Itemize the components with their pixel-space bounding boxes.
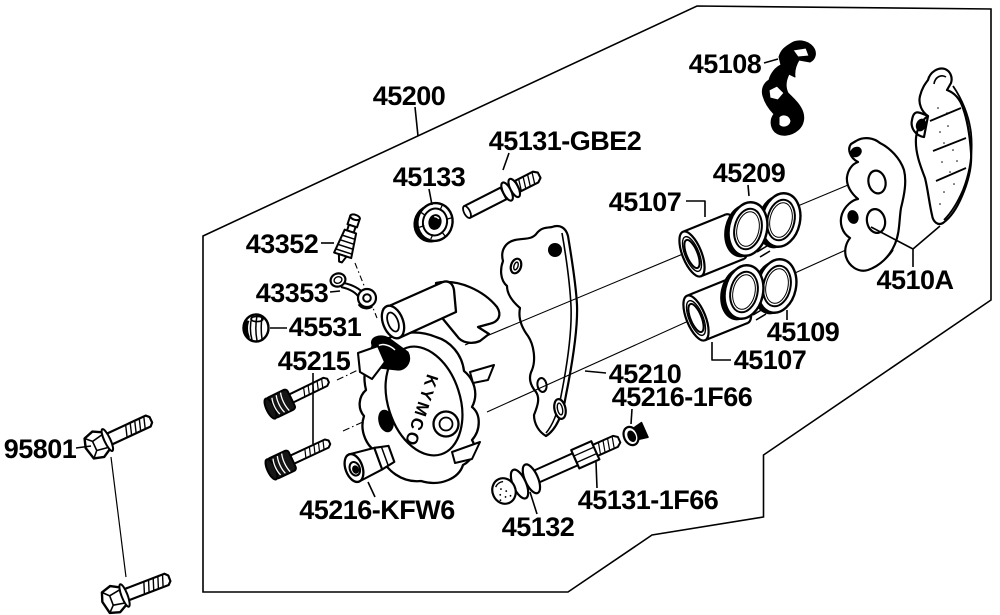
part-label-43352[interactable]: 43352	[246, 229, 319, 259]
part-label-45107-top[interactable]: 45107	[609, 187, 682, 217]
slide-pin-45215-upper	[263, 376, 330, 420]
cap-nut-45531	[242, 313, 270, 343]
flange-bolt-95801-lower	[100, 572, 172, 615]
bleed-valve-43352	[333, 213, 361, 264]
part-labels: 45200 45108 45131-GBE2 45133 43352 43353…	[4, 49, 954, 542]
bolt-45216-1f66	[622, 421, 649, 447]
part-label-45131-1f66[interactable]: 45131-1F66	[578, 485, 720, 515]
pin-bolt-45132-45131-1f66	[491, 434, 622, 505]
caliper-body	[356, 280, 501, 485]
part-label-4510a[interactable]: 4510A	[876, 265, 954, 295]
seal-set-45209	[724, 192, 802, 258]
diagram-border	[202, 5, 992, 593]
part-label-45131-gbe2[interactable]: 45131-GBE2	[489, 126, 642, 156]
part-label-45210[interactable]: 45210	[609, 359, 682, 389]
part-label-45132[interactable]: 45132	[502, 512, 575, 542]
brake-pad-carrier-plate	[839, 137, 907, 272]
part-label-45215[interactable]: 45215	[278, 346, 352, 376]
joint-link-43353	[329, 272, 378, 310]
slide-pin-45215-lower	[264, 438, 332, 481]
part-label-45531[interactable]: 45531	[289, 312, 363, 342]
pad-pin-45131-gbe2	[462, 170, 542, 219]
brake-pad-friction	[910, 67, 973, 226]
part-label-45107-bottom[interactable]: 45107	[734, 345, 807, 375]
grommet-45133	[413, 201, 454, 243]
leader-lines	[75, 58, 941, 515]
part-label-45216-kfw6[interactable]: 45216-KFW6	[299, 495, 456, 525]
axis-lines	[110, 174, 873, 578]
part-label-45133[interactable]: 45133	[393, 162, 467, 192]
banjo-bolt-45216-kfw6	[343, 444, 396, 484]
seal-set-45109	[720, 258, 798, 321]
bracket-45210	[500, 224, 579, 438]
part-label-43353[interactable]: 43353	[256, 278, 330, 308]
part-label-45109[interactable]: 45109	[767, 317, 841, 347]
pad-spring-45108	[761, 40, 816, 136]
part-label-95801[interactable]: 95801	[4, 434, 78, 464]
part-label-45108[interactable]: 45108	[689, 49, 763, 79]
flange-bolt-95801-upper	[83, 414, 154, 460]
part-label-45200[interactable]: 45200	[373, 81, 446, 111]
part-label-45216-1f66[interactable]: 45216-1F66	[612, 382, 754, 412]
part-label-45209[interactable]: 45209	[713, 158, 787, 188]
